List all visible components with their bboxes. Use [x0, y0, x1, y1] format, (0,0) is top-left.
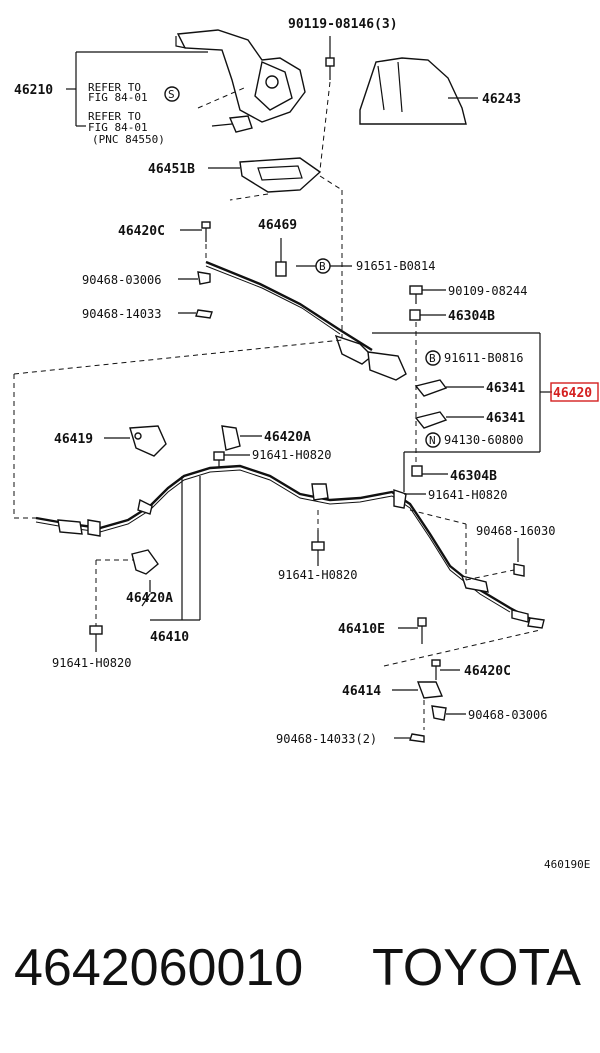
nut-46304b-top-icon [409, 309, 421, 321]
svg-text:B: B [319, 260, 326, 273]
label-46210: 46210 [14, 83, 53, 98]
label-fig-84-01-2: FIG 84-01 [88, 121, 148, 134]
front-cable [205, 260, 407, 381]
bracket-46420a-top [221, 425, 241, 451]
svg-text:B: B [429, 352, 436, 365]
bolt-46420c-top-icon [201, 221, 211, 242]
clip-46469-icon [275, 238, 287, 277]
label-46420a-bottom: 46420A [126, 591, 173, 606]
label-90468-14033-top: 90468-14033 [82, 307, 161, 321]
bracket-46420a-bottom [131, 549, 159, 575]
lever-boot-46243 [359, 57, 467, 125]
label-91641-h0820-d: 91641-H0820 [52, 656, 131, 670]
label-46420c-bottom: 46420C [464, 664, 511, 679]
bolt-90109-icon [409, 285, 423, 304]
bolt-91641-a-icon [213, 451, 225, 468]
label-90468-03006-top: 90468-03006 [82, 273, 161, 287]
parking-brake-cable-diagram: S B B N 46420 [13, 17, 599, 871]
clip-90468-14033-bottom-icon [409, 733, 425, 743]
bracket-46414 [416, 681, 444, 699]
label-90468-03006-bottom: 90468-03006 [468, 708, 547, 722]
label-91611-b0816: 91611-B0816 [444, 351, 523, 365]
figure-code: 460190E [544, 858, 590, 871]
label-91641-h0820-c: 91641-H0820 [278, 568, 357, 582]
clip-90468-16030-icon [513, 563, 525, 577]
label-pnc-84550: (PNC 84550) [92, 133, 165, 146]
label-46420a-top: 46420A [264, 430, 311, 445]
label-90109-08244: 90109-08244 [448, 284, 527, 298]
rear-cable-46410 [35, 464, 545, 629]
part-number: 4642060010 [14, 939, 304, 997]
label-90468-14033-bottom: 90468-14033(2) [276, 732, 377, 746]
clip-90468-14033-top-icon [195, 309, 213, 319]
symbol-s-icon: S [164, 86, 180, 102]
label-94130-60800: 94130-60800 [444, 433, 523, 447]
label-90468-16030: 90468-16030 [476, 524, 555, 538]
symbol-b-top-icon: B [315, 258, 331, 274]
label-refer-to-1: REFER TO [88, 81, 141, 94]
equalizer-46341-a [414, 379, 448, 397]
label-46341-b: 46341 [486, 411, 525, 426]
bolt-90119-icon [325, 57, 335, 80]
label-46410: 46410 [150, 630, 189, 645]
label-46304b-top: 46304B [448, 309, 495, 324]
nut-46304b-bottom-icon [411, 465, 423, 477]
label-46341-a: 46341 [486, 381, 525, 396]
label-91641-h0820-b: 91641-H0820 [428, 488, 507, 502]
bolt-91641-d-icon [89, 625, 103, 652]
label-46414: 46414 [342, 684, 381, 699]
label-46419: 46419 [54, 432, 93, 447]
svg-text:46420: 46420 [553, 386, 592, 401]
bolt-46410e-icon [417, 617, 427, 644]
part-footer: 4642060010 TOYOTA [0, 930, 600, 1020]
clip-90468-03006-bottom-icon [431, 705, 447, 721]
svg-text:N: N [429, 434, 436, 447]
label-46469: 46469 [258, 218, 297, 233]
label-46243: 46243 [482, 92, 521, 107]
label-90119-08146: 90119-08146(3) [288, 17, 398, 32]
label-46410e: 46410E [338, 622, 385, 637]
label-91641-h0820-a: 91641-H0820 [252, 448, 331, 462]
label-46420c-top: 46420C [118, 224, 165, 239]
symbol-b-right-icon: B [425, 350, 441, 366]
label-fig-84-01-1: FIG 84-01 [88, 91, 148, 104]
label-refer-to-2: REFER TO [88, 110, 141, 123]
svg-text:S: S [168, 88, 175, 101]
label-46451b: 46451B [148, 162, 195, 177]
equalizer-46341-b [414, 411, 448, 429]
bolt-46420c-bottom-icon [431, 659, 441, 680]
bracket-46451b [239, 157, 322, 193]
clip-90468-03006-top-icon [197, 271, 211, 285]
label-91651-b0814: 91651-B0814 [356, 259, 435, 273]
label-46304b-bottom: 46304B [450, 469, 497, 484]
parking-brake-lever-assembly [175, 29, 306, 133]
bolt-91641-c-icon [311, 530, 325, 551]
symbol-n-icon: N [425, 432, 441, 448]
brand-name: TOYOTA [372, 939, 581, 997]
bracket-46419 [129, 425, 167, 457]
highlighted-part-46420[interactable]: 46420 [550, 382, 599, 402]
